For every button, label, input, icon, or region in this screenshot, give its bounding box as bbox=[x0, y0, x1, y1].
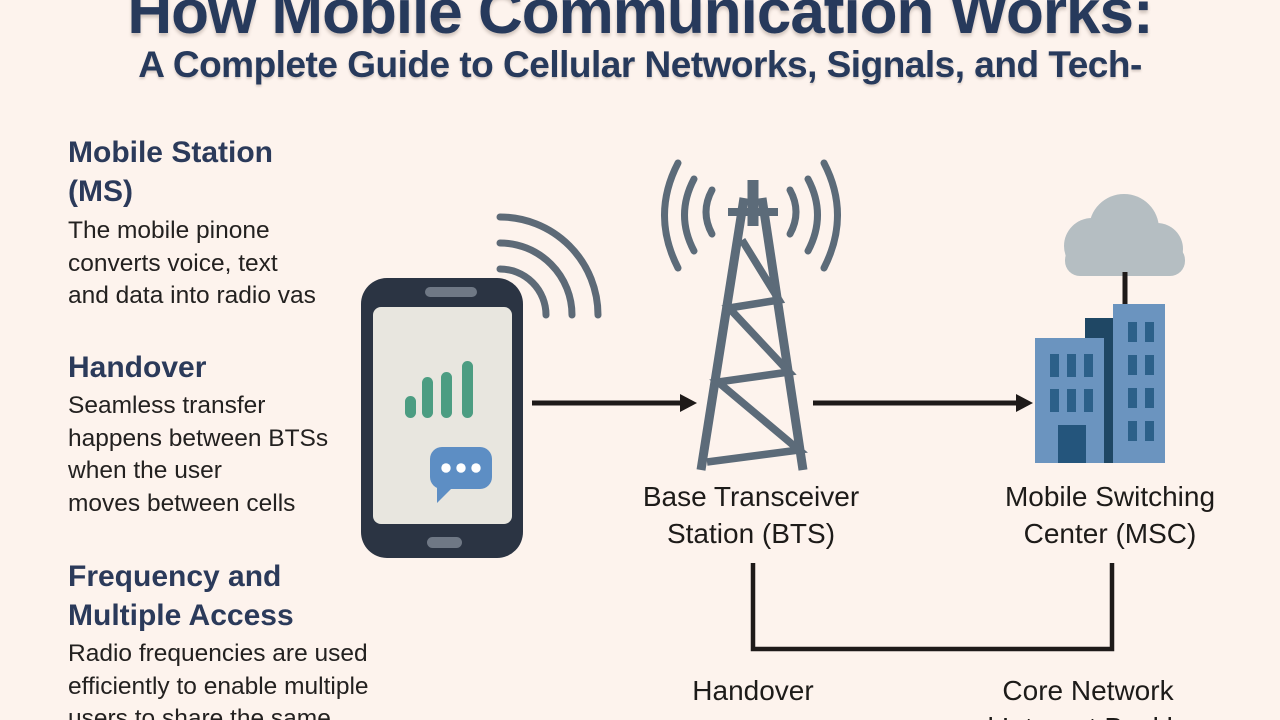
signal-waves-icon bbox=[496, 213, 602, 319]
label-line: Base Transceiver bbox=[642, 481, 860, 512]
body-line: users to share the same bandwidth bbox=[68, 705, 331, 720]
radio-waves-icon bbox=[661, 159, 841, 272]
section-body-mobile-station: The mobile pinone converts voice, text a… bbox=[68, 215, 413, 313]
bts-node-label: Base Transceiver Station (BTS) bbox=[601, 478, 901, 552]
section-heading-mobile-station: Mobile Station (MS) bbox=[68, 133, 408, 211]
body-line: happens between BTSs bbox=[68, 424, 329, 452]
label-line: Handover bbox=[692, 675, 814, 706]
arrow-right-icon bbox=[532, 394, 697, 412]
body-line: The mobile pinone bbox=[68, 217, 270, 244]
section-body-handover: Seamless transfer happens between BTSs w… bbox=[68, 390, 413, 520]
smartphone-icon bbox=[361, 278, 523, 558]
page-title: How Mobile Communication Works: bbox=[127, 0, 1153, 47]
heading-line: (MS) bbox=[68, 175, 133, 208]
label-line: Core Network bbox=[1002, 675, 1174, 706]
signal-bars-icon bbox=[405, 361, 473, 418]
connector-line bbox=[750, 563, 1115, 652]
arrow-right-icon bbox=[813, 394, 1033, 412]
core-network-bottom-label: Core Network and Internet Backbone bbox=[938, 672, 1238, 720]
handover-bottom-label: Handover bbox=[653, 672, 853, 709]
msc-node-label: Mobile Switching Center (MSC) bbox=[960, 478, 1260, 552]
heading-line: Frequency and bbox=[68, 560, 282, 593]
body-line: Radio frequencies are used bbox=[68, 640, 368, 667]
section-body-frequency: Radio frequencies are used efficiently t… bbox=[68, 638, 413, 720]
heading-line: Multiple Access bbox=[68, 599, 294, 632]
body-line: converts voice, text bbox=[68, 249, 278, 277]
body-line: when the user bbox=[68, 457, 222, 484]
section-heading-frequency: Frequency and Multiple Access bbox=[68, 557, 408, 635]
label-line: and Internet Backbone bbox=[938, 709, 1238, 720]
body-line: moves between cells bbox=[68, 489, 296, 517]
section-heading-handover: Handover bbox=[68, 348, 408, 387]
label-line: Center (MSC) bbox=[1023, 518, 1197, 549]
page-subtitle: A Complete Guide to Cellular Networks, S… bbox=[138, 44, 1142, 85]
office-building-icon bbox=[1035, 304, 1165, 463]
body-line: efficiently to enable multiple bbox=[68, 672, 369, 700]
body-line: and data into radio vas bbox=[68, 282, 316, 309]
label-line: Mobile Switching bbox=[1004, 481, 1216, 512]
cloud-icon bbox=[1064, 194, 1185, 276]
label-line: Station (BTS) bbox=[666, 518, 836, 549]
cell-tower-icon bbox=[696, 180, 808, 471]
heading-line: Handover bbox=[68, 351, 207, 384]
heading-line: Mobile Station bbox=[68, 136, 273, 169]
chat-bubble-icon bbox=[430, 447, 492, 503]
body-line: Seamless transfer bbox=[68, 392, 266, 419]
